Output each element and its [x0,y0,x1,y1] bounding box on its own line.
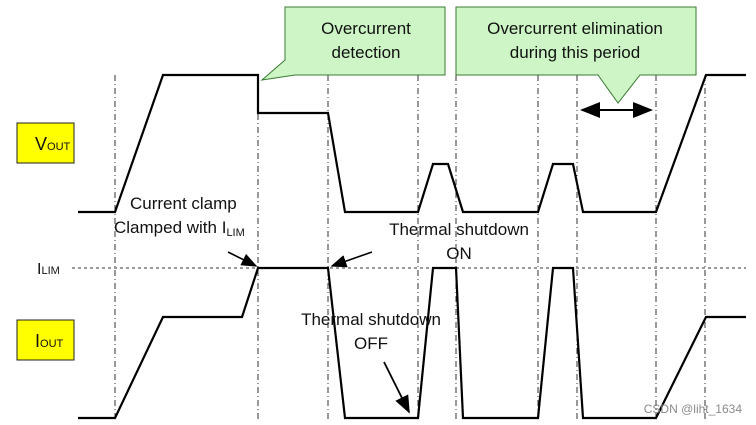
time-guides [114,75,706,420]
svg-text:IOUT: IOUT [35,331,64,351]
watermark: CSDN @liht_1634 [644,402,743,416]
ilim-label: ILIM [37,261,60,278]
tsd-on-line2: ON [446,244,472,263]
tsd-off-arrow [383,361,410,414]
ilim-label-sub: LIM [41,265,59,277]
callout-detection-line2: detection [332,43,401,62]
clamp-end-arrow [330,251,373,268]
callout-overcurrent-detection: Overcurrent detection [260,6,446,81]
tsd-on-line1: Thermal shutdown [389,220,529,239]
svg-text:VOUT: VOUT [35,134,71,154]
vout-label-main: V [35,134,47,154]
iout-label: IOUT [16,319,75,361]
current-clamp-text: Current clamp [130,194,237,213]
annotation-current-clamp: Current clamp Clamped with ILIM [114,194,373,268]
current-clamp-arrow [227,251,258,267]
callout-elimination-line2: during this period [510,43,640,62]
callout-elimination-line1: Overcurrent elimination [487,19,663,38]
clamped-with-text: Clamped with ILIM [114,218,245,239]
vout-label: VOUT [16,122,75,164]
clamped-with-sub: LIM [226,227,244,239]
callout-overcurrent-elimination: Overcurrent elimination during this peri… [455,6,697,104]
vout-waveform [78,73,746,214]
tsd-off-line1: Thermal shutdown [301,310,441,329]
tsd-off-line2: OFF [354,334,388,353]
annotation-thermal-shutdown-off: Thermal shutdown OFF [301,310,441,414]
iout-label-main: I [35,331,40,351]
callout-detection-line1: Overcurrent [321,19,411,38]
iout-label-sub: OUT [40,338,64,350]
vout-label-sub: OUT [47,141,71,153]
clamped-with-prefix: Clamped with I [114,218,226,237]
annotation-thermal-shutdown-on: Thermal shutdown ON [389,220,529,263]
iout-waveform [78,266,746,420]
ilim-label-main: I [37,261,41,278]
